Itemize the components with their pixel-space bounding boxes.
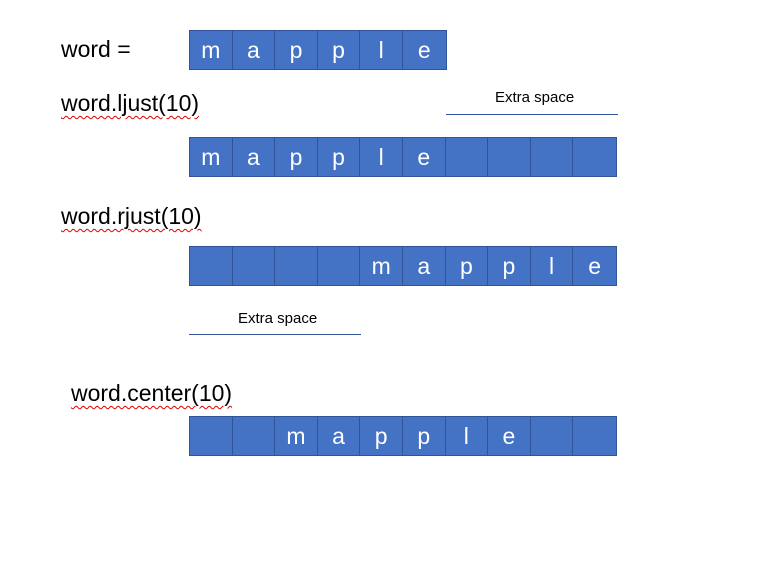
char-cell: p	[317, 138, 361, 176]
char-cell: a	[232, 31, 276, 69]
char-cell: e	[488, 417, 531, 455]
padding-cell	[190, 247, 233, 285]
rjust-extra-space-line	[189, 334, 361, 335]
char-cell: l	[445, 417, 489, 455]
padding-cell	[488, 138, 531, 176]
padding-cell	[573, 417, 616, 455]
rjust-extra-space-label: Extra space	[238, 310, 318, 327]
padding-cell	[275, 247, 318, 285]
center-label: word.center(10)	[71, 380, 233, 406]
char-cell: p	[488, 247, 531, 285]
char-cell: a	[402, 247, 446, 285]
padding-cell	[530, 138, 574, 176]
ljust-label: word.ljust(10)	[61, 90, 200, 116]
padding-cell	[573, 138, 616, 176]
char-cell: a	[317, 417, 361, 455]
char-cell: e	[402, 138, 446, 176]
ljust-extra-space-line	[446, 114, 618, 115]
padding-cell	[317, 247, 361, 285]
rjust-label: word.rjust(10)	[61, 203, 202, 229]
word-label: word =	[61, 36, 131, 62]
char-cell: l	[360, 31, 403, 69]
char-cell: p	[360, 417, 403, 455]
char-cell: e	[573, 247, 616, 285]
char-cell: l	[530, 247, 574, 285]
char-cell: p	[275, 138, 318, 176]
char-cell: p	[402, 417, 446, 455]
char-cell: m	[190, 138, 233, 176]
padding-cell	[445, 138, 489, 176]
padding-cell	[190, 417, 233, 455]
char-cell: p	[275, 31, 318, 69]
char-cell: a	[232, 138, 276, 176]
padding-cell	[530, 417, 574, 455]
char-cell: m	[275, 417, 318, 455]
char-cell: m	[190, 31, 233, 69]
ljust-extra-space-label: Extra space	[495, 89, 575, 106]
char-cell: p	[445, 247, 489, 285]
char-cell: m	[360, 247, 403, 285]
char-cell: e	[402, 31, 446, 69]
padding-cell	[232, 417, 276, 455]
char-cell: l	[360, 138, 403, 176]
char-cell: p	[317, 31, 361, 69]
padding-cell	[232, 247, 276, 285]
